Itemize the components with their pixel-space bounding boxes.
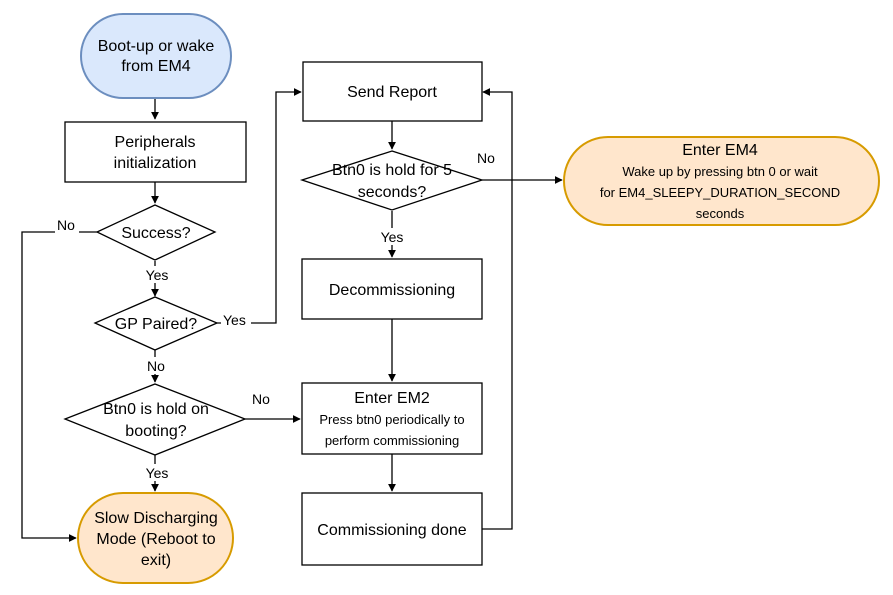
node-decommissioning: Decommissioning (301, 258, 483, 320)
node-success: Success? (95, 204, 217, 261)
edge-success-no-to-slow (21, 231, 97, 542)
node-slow-discharging: Slow Discharging Mode (Reboot to exit) (77, 492, 234, 584)
node-commissioning-done-shape (301, 492, 483, 566)
node-enter-em2-shape (301, 382, 483, 455)
node-decommissioning-label: Decommissioning (329, 282, 455, 299)
node-boot-line-2: from EM4 (121, 58, 190, 75)
edge-label-bg (144, 357, 168, 374)
node-btn0-hold-shape (299, 150, 485, 211)
node-slow-discharging-line-3: exit) (141, 552, 171, 569)
node-send-report-label: Send Report (347, 84, 437, 101)
edge-label-success-no: No (57, 217, 75, 233)
edge-label-success-yes: Yes (146, 267, 169, 283)
edge-label-btn0-boot-yes: Yes (146, 465, 169, 481)
node-enter-em2: Enter EM2 Press btn0 periodically to per… (301, 382, 483, 455)
node-enter-em4-line-2: for EM4_SLEEPY_DURATION_SECOND (600, 185, 840, 200)
node-success-shape (95, 204, 217, 261)
node-enter-em4-line-1: Wake up by pressing btn 0 or wait (622, 164, 818, 179)
node-enter-em4-shape (563, 136, 880, 226)
edge-label-bg (221, 311, 251, 328)
node-commissioning-done-label: Commissioning done (317, 522, 467, 539)
node-boot-shape (80, 13, 232, 99)
node-slow-discharging-line-1: Slow Discharging (94, 510, 218, 527)
edge-label-bg (142, 464, 172, 481)
node-send-report-shape (302, 61, 483, 122)
node-send-report: Send Report (302, 61, 483, 122)
edge-label-gp-yes: Yes (223, 312, 246, 328)
edge-label-bg (55, 216, 79, 233)
node-gp-paired: GP Paired? (93, 296, 219, 351)
node-slow-discharging-line-2: Mode (Reboot to (96, 531, 215, 548)
node-btn0-boot-shape (63, 383, 247, 456)
node-btn0-hold-line-2: seconds? (358, 184, 427, 201)
node-enter-em2-line-1: Press btn0 periodically to (319, 412, 464, 427)
node-enter-em2-title: Enter EM2 (354, 390, 430, 407)
node-decommissioning-shape (301, 258, 483, 320)
node-peripherals-line-1: Peripherals (115, 134, 196, 151)
edge-label-btn0-hold-yes: Yes (381, 229, 404, 245)
edge-label-btn0-boot-no: No (252, 391, 270, 407)
node-enter-em4-title: Enter EM4 (682, 142, 758, 159)
node-enter-em2-line-2: perform commissioning (325, 433, 459, 448)
edge-label-btn0-hold-no: No (477, 150, 495, 166)
node-peripherals: Peripherals initialization (64, 121, 247, 183)
edge-label-bg (142, 266, 172, 283)
edge-commissioning-done-to-send-report (482, 88, 513, 530)
node-btn0-hold: Btn0 is hold for 5 seconds? (299, 150, 485, 211)
node-btn0-boot-line-2: booting? (125, 423, 186, 440)
node-btn0-hold-line-1: Btn0 is hold for 5 (332, 162, 452, 179)
node-gp-paired-shape (93, 296, 219, 351)
node-slow-discharging-shape (77, 492, 234, 584)
node-boot: Boot-up or wake from EM4 (80, 13, 232, 99)
edge-label-bg (377, 228, 407, 245)
edge-label-gp-no: No (147, 358, 165, 374)
node-enter-em4: Enter EM4 Wake up by pressing btn 0 or w… (563, 136, 880, 226)
node-btn0-boot-line-1: Btn0 is hold on (103, 401, 209, 418)
node-peripherals-line-2: initialization (114, 155, 197, 172)
node-commissioning-done: Commissioning done (301, 492, 483, 566)
node-success-label: Success? (121, 225, 190, 242)
node-peripherals-shape (64, 121, 247, 183)
node-enter-em4-line-3: seconds (696, 206, 745, 221)
node-btn0-boot: Btn0 is hold on booting? (63, 383, 247, 456)
node-boot-line-1: Boot-up or wake (98, 38, 215, 55)
edge-labels: No Yes Yes No No Yes No Yes (55, 150, 495, 481)
node-gp-paired-label: GP Paired? (115, 316, 198, 333)
